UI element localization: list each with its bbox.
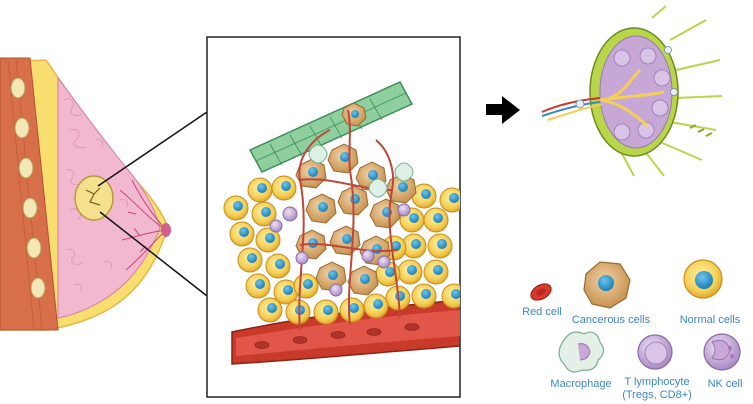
tumor-microenvironment [223, 81, 460, 365]
macrophage-icon [558, 331, 605, 373]
normal-cell-icon [683, 259, 723, 299]
legend [530, 259, 741, 373]
legend-label-t-lymphocyte: T lymphocyte [624, 376, 690, 388]
legend-label-t-lymphocyte-subtypes: (Tregs, CD8+) [622, 389, 692, 401]
ribs [10, 77, 46, 299]
legend-label-cancerous-cells: Cancerous cells [571, 314, 651, 326]
nipple [161, 223, 171, 237]
lymph-node [541, 5, 723, 177]
legend-label-macrophage: Macrophage [550, 378, 612, 390]
legend-label-normal-cells: Normal cells [679, 314, 741, 326]
capillaries [298, 109, 401, 331]
right-arrow [486, 96, 520, 124]
legend-label-nk-cell: NK cell [707, 378, 743, 390]
red-cell-icon [530, 283, 552, 301]
immune-cells [269, 144, 414, 297]
legend-label-red-cell: Red cell [522, 306, 562, 318]
breast-cross-section [0, 57, 171, 331]
zoom-line-top [97, 111, 208, 187]
zoom-line-bottom [99, 211, 208, 297]
tumor-in-breast [74, 175, 114, 221]
t-lymphocyte-icon [637, 334, 673, 370]
cancerous-cell-icon [583, 261, 631, 309]
nk-cell-icon [703, 333, 741, 371]
